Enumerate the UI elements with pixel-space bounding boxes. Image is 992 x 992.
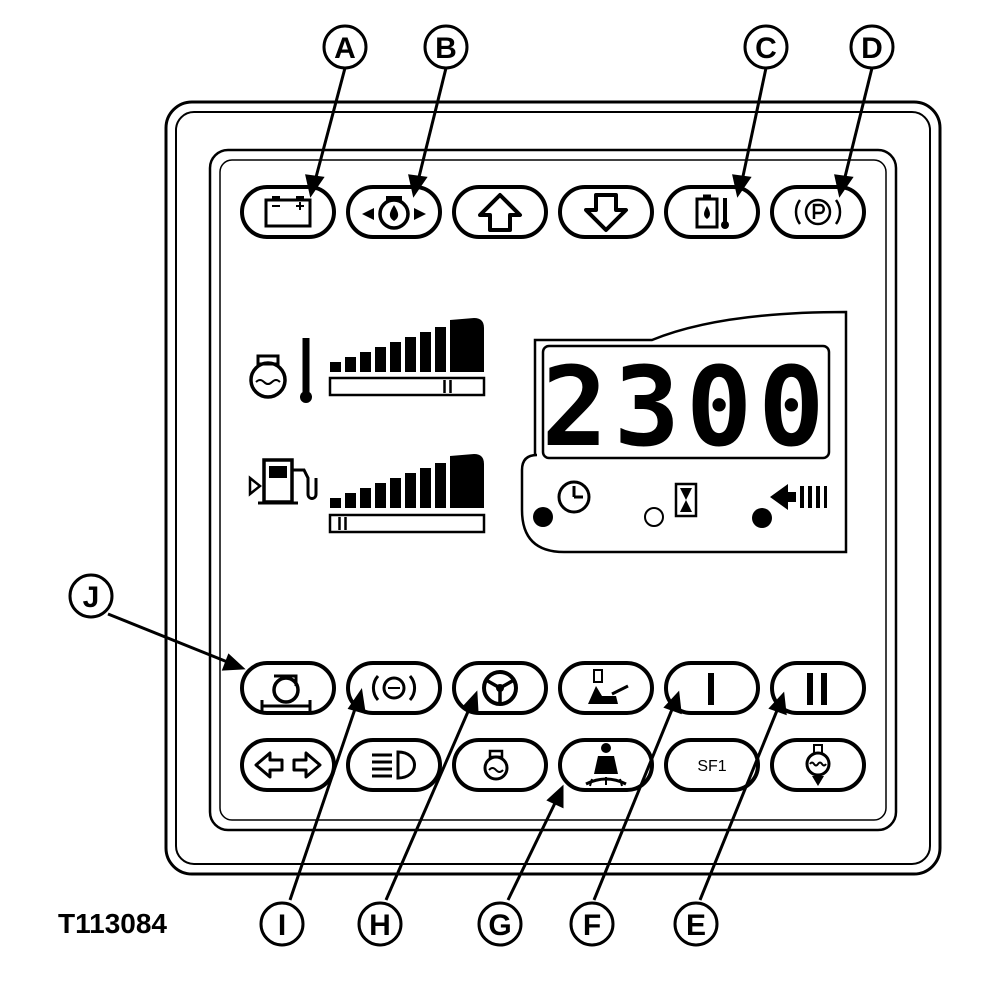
svg-text:I: I <box>278 909 286 942</box>
quick-coupler-icon <box>260 674 312 711</box>
steering-wheel-icon <box>482 670 518 706</box>
callout-g: G <box>477 901 523 947</box>
quick-coupler-button[interactable] <box>240 661 336 715</box>
fuel-bar-segment <box>345 493 356 508</box>
fuel-bar-segment-max <box>450 454 484 508</box>
operator-presence-button[interactable] <box>558 738 654 792</box>
panel-inner-frame <box>175 111 931 865</box>
clock-indicator-light <box>533 507 553 527</box>
seat-switch-icon <box>588 669 629 704</box>
battery-button[interactable] <box>240 185 336 239</box>
arrow-left-icon <box>770 484 827 510</box>
coolant-temp-gauge-track <box>328 376 486 397</box>
panel-face-inner <box>219 159 887 821</box>
coolant-bar-segment <box>420 332 431 372</box>
fuel-bar-segment <box>435 463 446 508</box>
fuel-bar-segment <box>405 473 416 508</box>
sf1-button-label: SF1 <box>697 758 726 775</box>
hour-meter-display <box>541 344 831 460</box>
fuel-bar-segment <box>375 483 386 508</box>
callout-a: A <box>322 24 368 70</box>
fuel-bar-segment <box>390 478 401 508</box>
fuel-bar-segment <box>420 468 431 508</box>
function-one-icon <box>708 673 714 705</box>
shift-down-button[interactable] <box>558 185 654 239</box>
hour-meter-digits: 2300 <box>542 343 831 471</box>
callout-f: F <box>569 901 615 947</box>
svg-text:F: F <box>583 909 601 942</box>
engine-coolant-button[interactable] <box>452 738 548 792</box>
coolant-bar-segment <box>405 337 416 372</box>
coolant-bar-segment <box>435 327 446 372</box>
svg-text:D: D <box>861 32 883 65</box>
clock-icon <box>557 480 591 514</box>
fuel-bar-segment <box>360 488 371 508</box>
hydraulic-oil-temp-icon <box>695 194 729 229</box>
turn-signal-button[interactable] <box>240 738 336 792</box>
leader-lines <box>107 67 874 901</box>
operator-seatbelt-icon <box>585 743 627 787</box>
callout-b: B <box>423 24 469 70</box>
function-one-button[interactable] <box>664 661 760 715</box>
headlight-icon <box>372 750 416 780</box>
svg-text:B: B <box>435 32 457 65</box>
callout-c: C <box>743 24 789 70</box>
svg-text:H: H <box>369 909 391 942</box>
headlight-button[interactable] <box>346 738 442 792</box>
display-housing <box>520 310 848 554</box>
sf1-button[interactable]: SF1 <box>664 738 760 792</box>
function-two-icon <box>807 673 827 705</box>
fuel-icon <box>248 458 318 505</box>
svg-text:G: G <box>488 909 511 942</box>
engine-oil-pressure-icon <box>362 196 426 230</box>
shift-down-arrow-icon <box>584 193 628 232</box>
arrow-indicator-light <box>752 508 772 528</box>
function-two-button[interactable] <box>770 661 866 715</box>
hourglass-icon <box>674 482 698 518</box>
engine-coolant-icon <box>483 749 509 781</box>
svg-text:E: E <box>686 909 706 942</box>
callout-e: E <box>673 901 719 947</box>
coolant-bar-segment <box>330 362 341 372</box>
fuel-bargraph <box>330 454 484 508</box>
svg-text:C: C <box>755 32 777 65</box>
brake-button[interactable] <box>346 661 442 715</box>
seat-switch-button[interactable] <box>558 661 654 715</box>
battery-icon <box>264 196 312 228</box>
coolant-bar-segment <box>345 357 356 372</box>
coolant-bar-segment <box>360 352 371 372</box>
svg-text:J: J <box>83 581 100 614</box>
fuel-gauge-marker <box>338 517 347 530</box>
brake-icon <box>371 675 417 701</box>
park-brake-icon <box>794 198 842 226</box>
fuel-gauge-track <box>328 513 486 534</box>
coolant-bar-segment <box>390 342 401 372</box>
fuel-bar-segment <box>330 498 341 508</box>
engine-preheat-button[interactable] <box>770 738 866 792</box>
park-brake-button[interactable] <box>770 185 866 239</box>
turn-signal-icon <box>254 751 322 779</box>
shift-up-arrow-icon <box>478 193 522 232</box>
engine-preheat-icon <box>805 744 831 786</box>
coolant-temp-icon <box>249 338 312 403</box>
coolant-bar-segment <box>375 347 386 372</box>
coolant-temp-bargraph <box>330 318 484 372</box>
hydraulic-oil-temp-button[interactable] <box>664 185 760 239</box>
callout-h: H <box>357 901 403 947</box>
callout-j: J <box>68 573 114 619</box>
coolant-temp-gauge-marker <box>443 380 452 393</box>
shift-up-button[interactable] <box>452 185 548 239</box>
panel-outer-frame <box>164 100 942 876</box>
figure-id: T113084 <box>58 908 167 939</box>
callout-i: I <box>259 901 305 947</box>
panel-face-frame <box>208 148 898 832</box>
engine-oil-pressure-button[interactable] <box>346 185 442 239</box>
svg-text:A: A <box>334 32 356 65</box>
callout-d: D <box>849 24 895 70</box>
coolant-bar-segment-max <box>450 318 484 372</box>
hourglass-indicator-light <box>644 507 664 527</box>
